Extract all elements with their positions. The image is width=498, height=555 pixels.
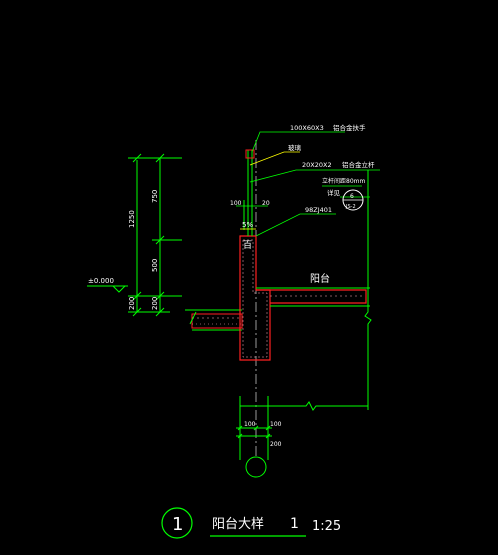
- detail-num: 6: [350, 193, 354, 200]
- title-index: 1: [172, 514, 183, 535]
- slope-label: 5%: [242, 221, 253, 229]
- elevation-marker: [87, 285, 128, 293]
- post-spacing: 立杆间距80mm: [322, 177, 365, 185]
- bottom-dim-100a: 100: [244, 421, 256, 428]
- see-detail: 详见: [327, 188, 341, 197]
- right-break-line: [364, 170, 372, 410]
- bottom-dim-100b: 100: [270, 421, 282, 428]
- post-name: 铝合金立杆: [342, 160, 375, 169]
- title-block: [161, 507, 306, 539]
- title-name: 阳台大样: [212, 517, 264, 532]
- title-scale-num: 1: [290, 516, 299, 532]
- dim-200-outer: 200: [128, 297, 136, 310]
- handrail-spec: 100X60X3: [290, 124, 324, 132]
- elevation-label: ±0.000: [88, 277, 114, 285]
- left-floor-slab: [185, 309, 243, 331]
- bottom-dim-200: 200: [270, 441, 282, 448]
- dim-750: 750: [151, 190, 159, 203]
- dim-500: 500: [151, 259, 159, 272]
- balcony-slab: [256, 287, 370, 307]
- dim-1250: 1250: [128, 210, 136, 228]
- detail-index-bubble: [342, 189, 364, 211]
- handrail-name: 铝合金扶手: [333, 123, 366, 132]
- bottom-dimension: [236, 396, 368, 478]
- waterproof-ref: 98ZJ401: [305, 206, 332, 214]
- dim-200-inner: 200: [151, 297, 159, 310]
- dim-100-top: 100: [230, 200, 242, 207]
- leader-lines: [249, 131, 380, 237]
- post-spec: 20X20X2: [302, 161, 332, 169]
- detail-sheet: JS-2: [345, 204, 356, 210]
- left-dimension-chain: [128, 153, 182, 317]
- curb-label: 百: [243, 240, 252, 251]
- wall-beam: [239, 235, 271, 361]
- balcony-label: 阳台: [310, 272, 330, 285]
- glass-label: 玻璃: [288, 143, 302, 152]
- dim-20-top: 20: [262, 200, 270, 207]
- title-scale: 1:25: [312, 519, 341, 534]
